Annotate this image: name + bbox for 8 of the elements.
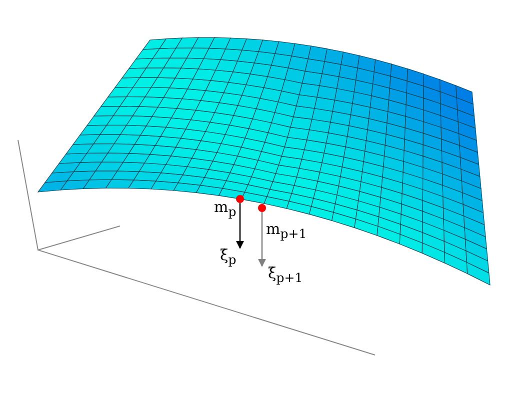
point-marker	[258, 204, 266, 212]
arrow	[258, 212, 266, 267]
point-marker	[236, 195, 244, 203]
math-label: m$_{p+1}$	[266, 222, 307, 240]
arrow	[236, 203, 244, 249]
math-label: m$_{p}$	[214, 200, 236, 218]
math-label: ξ̇$_{p+1}$	[268, 266, 303, 284]
math-label: ξ̇$_{p}$	[220, 248, 236, 266]
